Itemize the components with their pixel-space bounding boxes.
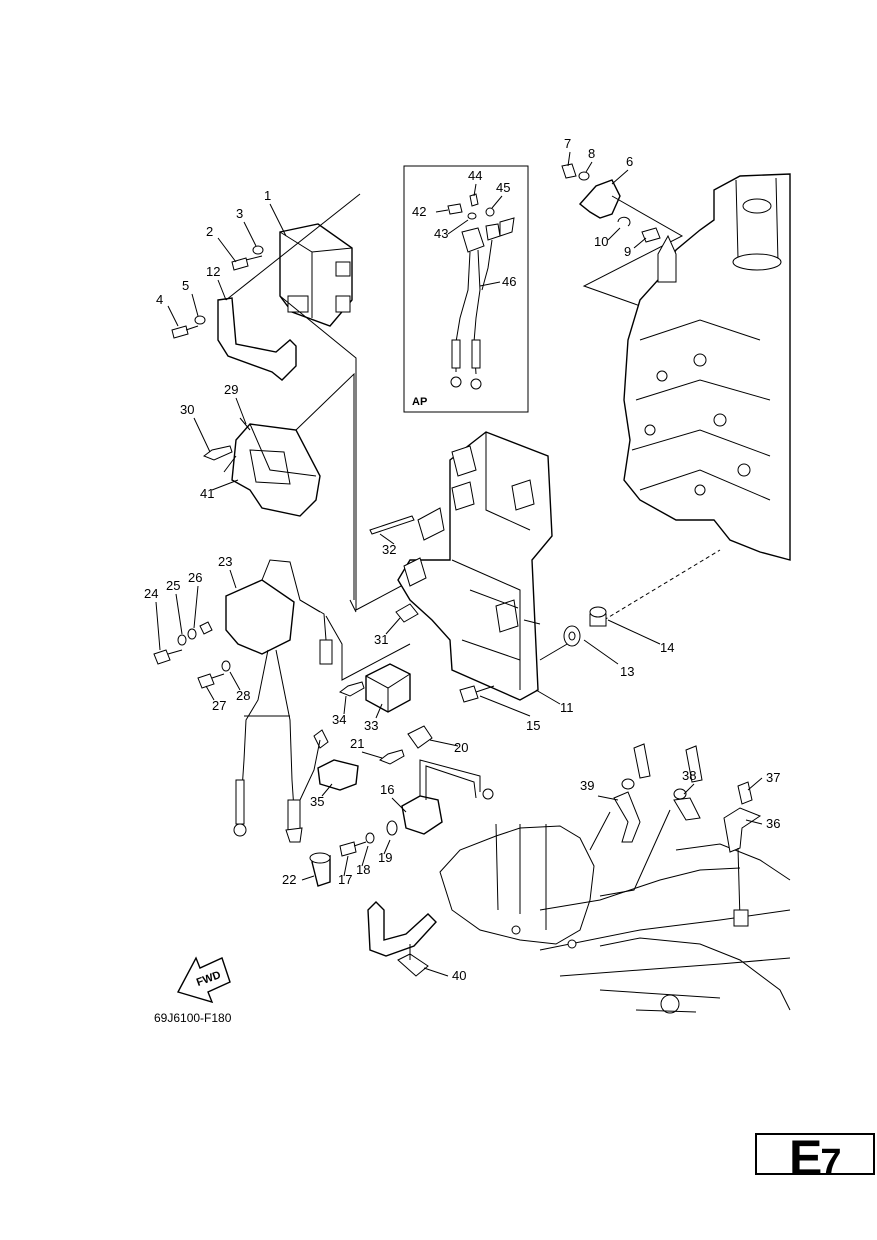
part-7-bolt [561,163,577,179]
callout-5: 5 [182,278,189,293]
part-35-holder [317,759,359,791]
part-1-cdi-unit [279,223,353,327]
callout-45: 45 [496,180,510,195]
part-33-relay [365,663,411,713]
callout-1: 1 [264,188,271,203]
callout-38: 38 [682,768,696,783]
part-24-bolt [153,649,183,665]
part-12-bracket [217,297,297,381]
callout-8: 8 [588,146,595,161]
callout-25: 25 [166,578,180,593]
part-9-bolt [641,227,661,243]
part-30-screw [202,445,233,461]
part-6-holder [578,179,621,219]
part-39-clip [613,743,651,843]
part-19-terminal [386,820,398,836]
callout-labels: 1 2 3 4 5 6 7 8 9 10 11 12 13 14 15 16 1… [144,136,780,983]
callout-41: 41 [200,486,214,501]
callout-39: 39 [580,778,594,793]
callout-23: 23 [218,554,232,569]
callout-2: 2 [206,224,213,239]
part-4-bolt [171,325,199,339]
page-section-tag: E7 [755,1130,875,1186]
callout-43: 43 [434,226,448,241]
callout-46: 46 [502,274,516,289]
part-32-band [369,515,415,535]
page-tag-letter: E [789,1130,822,1186]
page-section-tag-text: E7 [789,1129,842,1187]
callout-30: 30 [180,402,194,417]
part-5-washer [194,315,206,325]
part-13-grommet [563,625,581,647]
part-34-screw [338,681,365,697]
callout-35: 35 [310,794,324,809]
part-36-bracket [723,807,762,927]
part-22-cap [309,852,331,887]
callout-26: 26 [188,570,202,585]
callout-44: 44 [468,168,482,183]
part-11-electrical-bracket [397,431,553,701]
callout-12: 12 [206,264,220,279]
part-16-cable-assembly [401,759,494,835]
part-29-rectifier [231,423,321,517]
callout-15: 15 [526,718,540,733]
lower-cowling [439,823,791,1014]
callout-28: 28 [236,688,250,703]
part-14-collar [589,606,607,627]
part-3-washer [252,245,264,255]
callout-40: 40 [452,968,466,983]
callout-11: 11 [560,700,574,715]
callout-32: 32 [382,542,396,557]
part-26-washer [187,628,197,640]
part-21-screw [378,749,405,765]
part-31-clip [395,603,419,623]
part-28-washer [221,660,231,672]
callout-33: 33 [364,718,378,733]
part-25-washer [177,634,187,646]
callout-6: 6 [626,154,633,169]
callout-17: 17 [338,872,352,887]
callout-19: 19 [378,850,392,865]
part-23-wire-harness [225,559,333,843]
callout-18: 18 [356,862,370,877]
figure-code: 69J6100-F180 [154,1011,232,1025]
part-2-bolt [231,255,263,271]
part-27-bolt [197,673,225,689]
callout-14: 14 [660,640,674,655]
callout-4: 4 [156,292,163,307]
callout-13: 13 [620,664,634,679]
part-38-clip [673,745,703,821]
fwd-arrow-icon: FWD [176,956,231,1004]
part-18-washer [365,832,375,844]
callout-7: 7 [564,136,571,151]
part-17-bolt [339,841,367,857]
callout-3: 3 [236,206,243,221]
callout-42: 42 [412,204,426,219]
part-37-bolt [737,781,753,805]
part-10-washer [617,216,631,227]
inset-tag-label: AP [412,396,427,408]
callout-31: 31 [374,632,388,647]
page-tag-number: 7 [820,1142,841,1184]
inset-box: AP [403,165,529,413]
callout-21: 21 [350,736,364,751]
callout-27: 27 [212,698,226,713]
callout-37: 37 [766,770,780,785]
callout-leaders [155,151,763,977]
callout-34: 34 [332,712,346,727]
part-15-bolt [459,685,495,703]
engine-block [623,173,791,561]
callout-36: 36 [766,816,780,831]
callout-22: 22 [282,872,296,887]
part-20-clamp [407,725,433,749]
callout-24: 24 [144,586,158,601]
callout-16: 16 [380,782,394,797]
callout-20: 20 [454,740,468,755]
callout-9: 9 [624,244,631,259]
part-8-washer [578,171,590,181]
part-40-hose-clamp [367,901,437,977]
callout-29: 29 [224,382,238,397]
callout-10: 10 [594,234,608,249]
